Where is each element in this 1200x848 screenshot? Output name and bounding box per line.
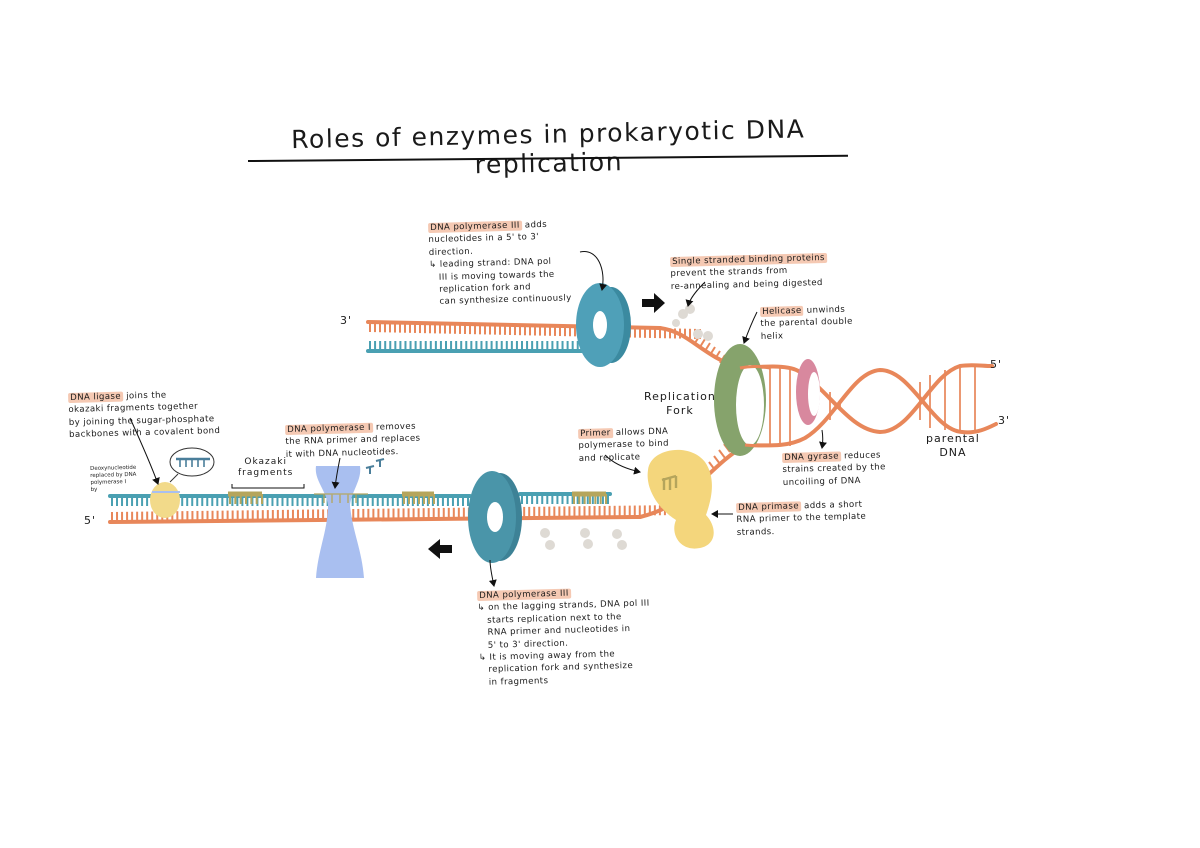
helicase-ring xyxy=(714,344,776,456)
note-pol1: DNA polymerase I removes the RNA primer … xyxy=(285,421,421,460)
strand-end-label: 5' xyxy=(990,358,1003,371)
okazaki-label: Okazaki fragments xyxy=(238,457,294,478)
dna-polymerase-iii-lagging xyxy=(468,471,522,563)
leading-new-strand xyxy=(366,341,602,353)
strand-end-label: 3' xyxy=(998,414,1011,427)
note-pol3-lagging: DNA polymerase III ↳ on the lagging stra… xyxy=(477,588,650,688)
note-tiny-ligase-detail: Deoxynucleotide replaced by DNA polymera… xyxy=(90,464,137,493)
base-pair-tick xyxy=(718,449,726,459)
annotation-arrows xyxy=(129,251,827,587)
note-ssb: Single stranded binding proteins prevent… xyxy=(670,252,827,292)
strand-end-label: 5' xyxy=(84,514,97,527)
replication-fork-label: Replication Fork xyxy=(644,390,716,417)
lagging-new-fragments xyxy=(108,491,612,506)
leading-template-strand xyxy=(366,320,742,372)
ssb-proteins-bottom xyxy=(540,528,627,550)
note-ligase: DNA ligase joins the okazaki fragments t… xyxy=(68,390,221,441)
lagging-direction-arrow xyxy=(428,539,452,559)
note-gyrase: DNA gyrase reduces strains created by th… xyxy=(782,450,886,488)
dna-primase xyxy=(647,449,714,549)
dna-polymerase-iii-leading xyxy=(576,283,631,367)
base-pair-tick xyxy=(708,461,716,471)
note-helicase: Helicase unwinds the parental double hel… xyxy=(760,304,853,342)
base-pair-tick xyxy=(709,346,716,356)
dna-gyrase xyxy=(796,359,820,425)
base-pair-tick xyxy=(704,342,711,352)
parental-double-helix xyxy=(738,363,998,448)
leading-direction-arrow xyxy=(642,293,665,313)
ssb-proteins-top xyxy=(672,304,713,341)
base-pair-tick xyxy=(713,455,721,465)
note-primer: Primer allows DNA polymerase to bind and… xyxy=(578,426,670,464)
released-primer-nucleotides xyxy=(365,458,385,474)
ligase-zoom-bubble xyxy=(169,447,215,483)
strand-end-label: 3' xyxy=(340,314,353,327)
base-pair-tick xyxy=(699,338,706,348)
dna-polymerase-i xyxy=(314,466,368,578)
okazaki-bracket xyxy=(231,484,305,489)
base-pair-tick xyxy=(714,350,721,360)
note-pol3-leading: DNA polymerase III adds nucleotides in a… xyxy=(428,219,572,308)
note-primase: DNA primase adds a short RNA primer to t… xyxy=(736,499,867,538)
dna-ligase xyxy=(150,482,180,518)
parental-dna-label: parental DNA xyxy=(926,432,980,459)
